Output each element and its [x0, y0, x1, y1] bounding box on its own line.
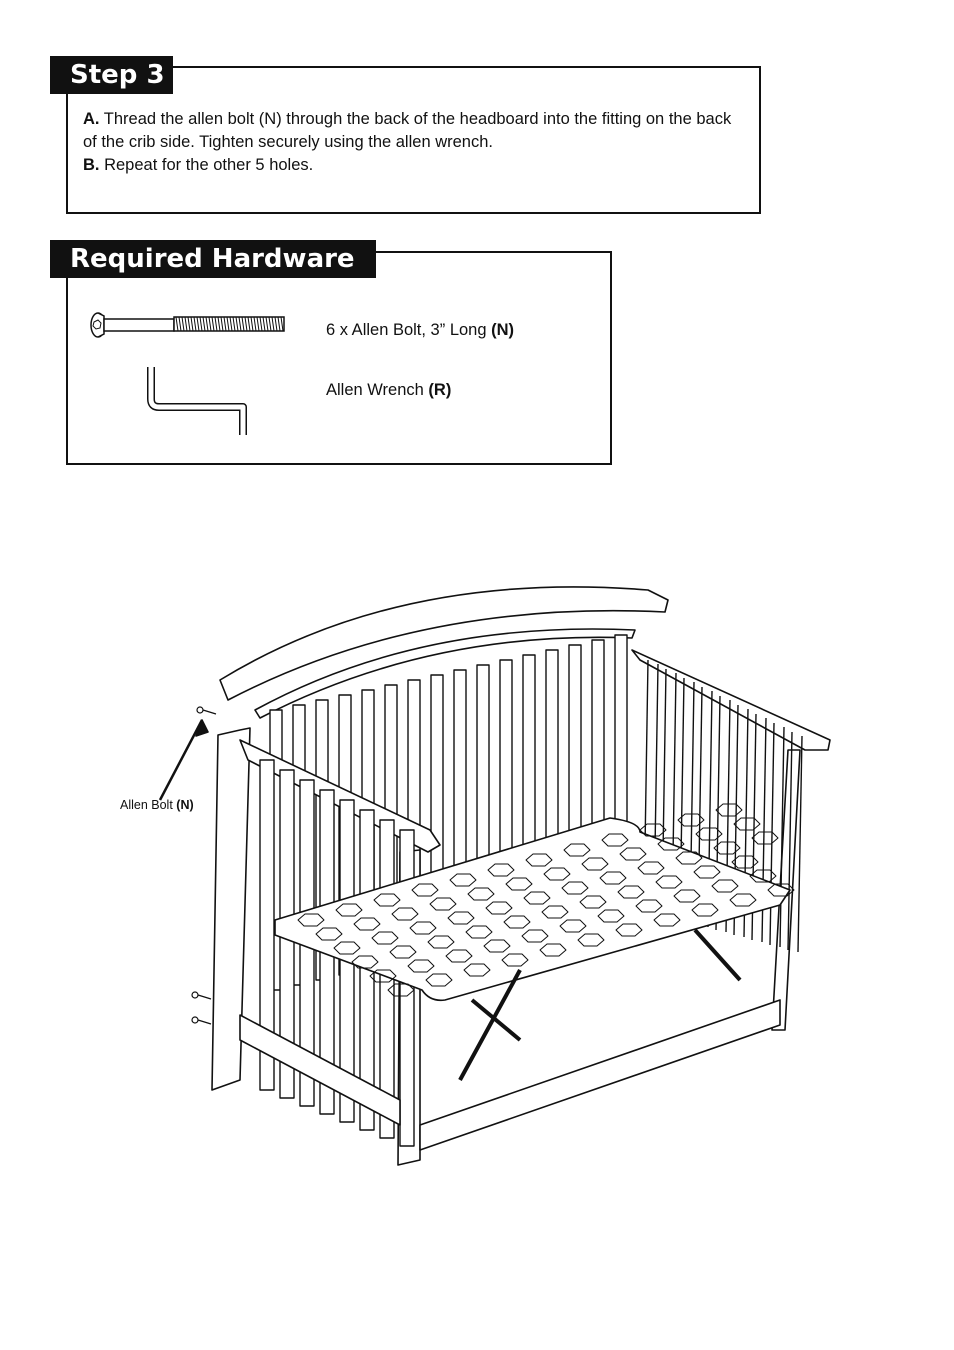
allen-wrench-icon — [147, 367, 247, 435]
hardware-item-label: Allen Wrench — [326, 381, 429, 399]
step-title: Step 3 — [50, 56, 173, 94]
hardware-item-code: (N) — [491, 321, 515, 339]
hardware-item-code: (R) — [428, 381, 452, 399]
required-hardware-box — [66, 251, 612, 465]
instruction-a-text: Thread the allen bolt (N) through the ba… — [83, 110, 732, 151]
required-hardware-title: Required Hardware — [50, 240, 376, 278]
instruction-a: A. Thread the allen bolt (N) through the… — [83, 108, 743, 154]
allen-bolt-callout: Allen Bolt (N) — [120, 798, 194, 812]
hardware-item-allen-bolt: 6 x Allen Bolt, 3” Long (N) — [326, 321, 514, 340]
callout-code: (N) — [176, 798, 194, 812]
step-instructions: A. Thread the allen bolt (N) through the… — [83, 108, 743, 177]
allen-bolt-icon — [90, 312, 285, 338]
instruction-a-letter: A. — [83, 110, 100, 128]
callout-label-text: Allen Bolt — [120, 798, 177, 812]
instruction-b-letter: B. — [83, 156, 100, 174]
step-instructions-box — [66, 66, 761, 214]
instruction-b: B. Repeat for the other 5 holes. — [83, 154, 743, 177]
hardware-item-label: 6 x Allen Bolt, 3” Long — [326, 321, 492, 339]
hardware-item-allen-wrench: Allen Wrench (R) — [326, 381, 451, 400]
instruction-b-text: Repeat for the other 5 holes. — [99, 156, 314, 174]
crib-assembly-illustration — [158, 586, 831, 1166]
